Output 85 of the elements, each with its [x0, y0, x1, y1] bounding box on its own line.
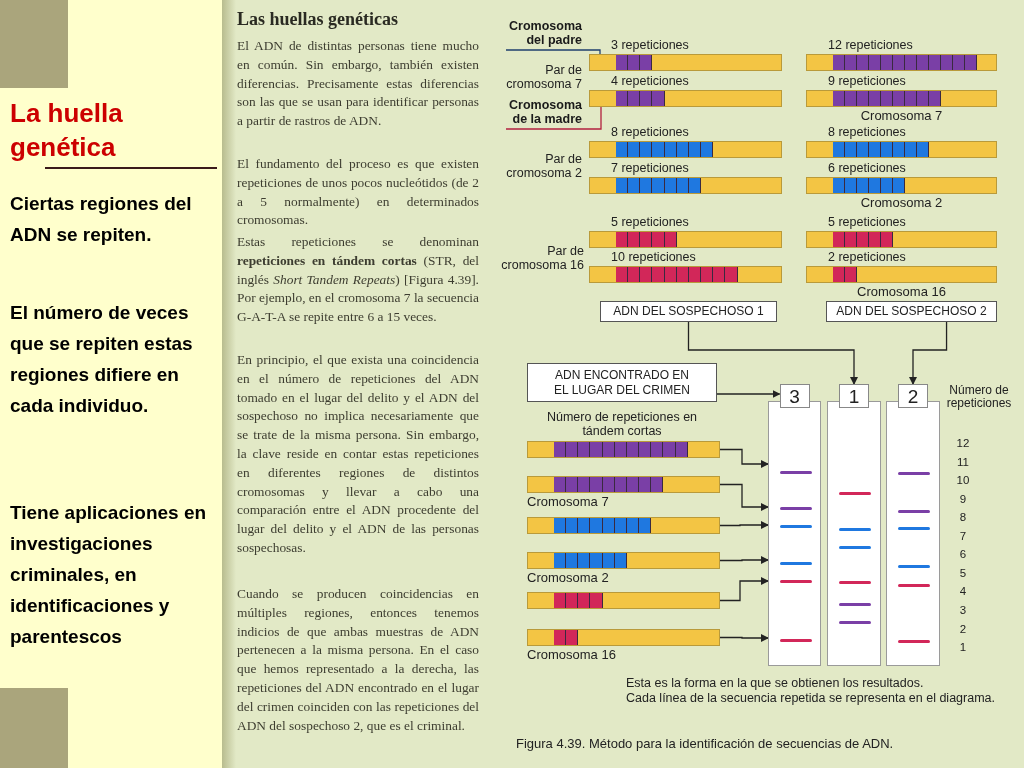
- chromosome-bar: [806, 141, 997, 158]
- tick-label: 10: [955, 473, 971, 488]
- body-paragraph: El ADN de distintas personas tiene mucho en común. Sin embargo, también existen diferencias. Precisamente estas diferencias son las que se usan para identificar personas a partir de rastros de ADN.: [237, 37, 479, 131]
- chromosome-bar: [806, 90, 997, 107]
- tick-label: 7: [958, 528, 968, 543]
- chromosome-caption: Cromosoma de la madre: [496, 98, 582, 129]
- chromosome-bar: [527, 441, 720, 458]
- body-paragraph: Cuando se producen coincidencias en múltiples regiones, entonces tenemos indicios de que ambas muestras de ADN pertenecen a la misma persona. En el caso que hemos representado a la derecha, las repeticiones del ADN encontrado en el lugar del crimen coinciden con las repeticiones del ADN del sospechoso 2, que es el criminal.: [237, 585, 479, 735]
- repeat-count-label: 2 repeticiones: [828, 250, 906, 264]
- bullet-text: Ciertas regiones del ADN se repiten.: [10, 192, 193, 247]
- arrow: [909, 321, 948, 385]
- tick-label: 6: [958, 547, 968, 562]
- repeat-count-label: 12 repeticiones: [828, 38, 913, 52]
- body-paragraph: El fundamento del proceso es que existen repeticiones de unos pocos nucleótidos (de 2 a 5 normalmente) en determinados cromosomas.: [237, 155, 479, 230]
- leader-line: [505, 49, 601, 55]
- result-note: Cada línea de la secuencia repetida se representa en el diagrama.: [626, 691, 996, 705]
- chromosome-bar: [806, 177, 997, 194]
- chromosome-bar: [527, 517, 720, 534]
- body-paragraph: En principio, el que exista una coincidencia en el número de repeticiones del ADN tomado en el lugar del delito y el ADN del sospechoso no implica necesariamente que se trate de la misma persona. Sin embargo, la clave reside en contar estas repeticiones en diferentes regiones de distintos cromosomas y llevar a cabo una comparación entre el ADN procedente del lugar del delito y el ADN de las personas sospechosas.: [237, 351, 479, 557]
- label-box: ADN DEL SOSPECHOSO 1: [600, 301, 777, 322]
- body-paragraph: Estas repeticiones se denominan repeticiones en tándem cortas (STR, del inglés Short Tandem Repeats) [Figura 4.39]. Por ejemplo, en el cromosoma 7 la secuencia G-A-T-A se repite entre 6 a 15 veces.: [237, 233, 479, 327]
- chromosome-label: Cromosoma 16: [856, 284, 947, 299]
- chromosome-bar: [527, 592, 720, 609]
- repeat-count-label: 9 repeticiones: [828, 74, 906, 88]
- tick-label: 3: [958, 602, 968, 617]
- bullet-text: El número de veces que se repiten estas regiones difiere en cada individuo.: [10, 301, 194, 418]
- figure-caption: Figura 4.39. Método para la identificación de secuencias de ADN.: [516, 736, 895, 752]
- pair-label: Par de cromosoma 16: [500, 244, 584, 272]
- tick-label: 12: [955, 436, 971, 450]
- chromosome-label: Cromosoma 2: [527, 570, 609, 585]
- label-box: ADN DEL SOSPECHOSO 2: [826, 301, 997, 322]
- chromosome-bar: [527, 629, 720, 646]
- chromosome-bar: [589, 90, 782, 107]
- chromosome-bar: [806, 266, 997, 283]
- arrow: [719, 521, 769, 529]
- tick-label: 2: [958, 621, 968, 636]
- lane-number-box: 1: [839, 384, 869, 408]
- repeat-count-label: 5 repeticiones: [611, 215, 689, 229]
- tick-label: 8: [958, 510, 968, 525]
- repeat-count-label: 10 repeticiones: [611, 250, 696, 264]
- pair-label: Par de cromosoma 2: [505, 152, 582, 180]
- repeat-count-label: 5 repeticiones: [828, 215, 906, 229]
- repeat-count-label: 8 repeticiones: [611, 125, 689, 139]
- repeat-count-label: 6 repeticiones: [828, 161, 906, 175]
- axis-heading: Número de repeticiones en tándem cortas: [545, 410, 699, 438]
- repeat-count-label: 3 repeticiones: [611, 38, 689, 52]
- chromosome-bar: [806, 54, 997, 71]
- arrow: [719, 448, 769, 468]
- chromosome-bar: [527, 552, 720, 569]
- chromosome-bar: [589, 54, 782, 71]
- tick-label: 9: [958, 491, 968, 506]
- arrow: [719, 577, 769, 602]
- repeat-count-label: 7 repeticiones: [611, 161, 689, 175]
- chromosome-bar: [589, 231, 782, 248]
- slide-title: La huella genética: [10, 97, 124, 164]
- tick-label: 4: [958, 584, 968, 599]
- lane-number-box: 2: [898, 384, 928, 408]
- chromosome-caption: Cromosoma del padre: [496, 19, 582, 50]
- arrow: [719, 556, 769, 564]
- leader-line: [505, 106, 602, 130]
- pair-label: Par de cromosoma 7: [505, 63, 582, 91]
- chromosome-label: Cromosoma 7: [527, 494, 609, 509]
- arrow: [719, 483, 769, 511]
- chromosome-label: Cromosoma 7: [859, 108, 944, 123]
- chromosome-label: Cromosoma 16: [527, 647, 616, 662]
- axis-title: Número de repeticiones: [945, 384, 1013, 410]
- repeat-count-label: 8 repeticiones: [828, 125, 906, 139]
- chromosome-bar: [527, 476, 720, 493]
- chromosome-bar: [589, 141, 782, 158]
- arrow: [716, 390, 781, 398]
- result-note: Esta es la forma en la que se obtienen los resultados.: [626, 676, 925, 690]
- lane-number-box: 3: [779, 384, 810, 408]
- chromosome-label: Cromosoma 2: [859, 195, 944, 210]
- tick-label: 5: [958, 565, 968, 580]
- bullet-text: Tiene aplicaciones en investigaciones criminales, en identificaciones y parentescos: [10, 501, 208, 649]
- arrow: [719, 634, 769, 642]
- tick-label: 11: [956, 454, 970, 469]
- section-heading: Las huellas genéticas: [237, 8, 399, 31]
- arrow: [687, 321, 858, 385]
- chromosome-bar: [589, 177, 782, 194]
- label-box: ADN ENCONTRADO EN EL LUGAR DEL CRIMEN: [527, 363, 717, 402]
- repeat-count-label: 4 repeticiones: [611, 74, 689, 88]
- chromosome-bar: [806, 231, 997, 248]
- chromosome-bar: [589, 266, 782, 283]
- tick-label: 1: [958, 640, 968, 655]
